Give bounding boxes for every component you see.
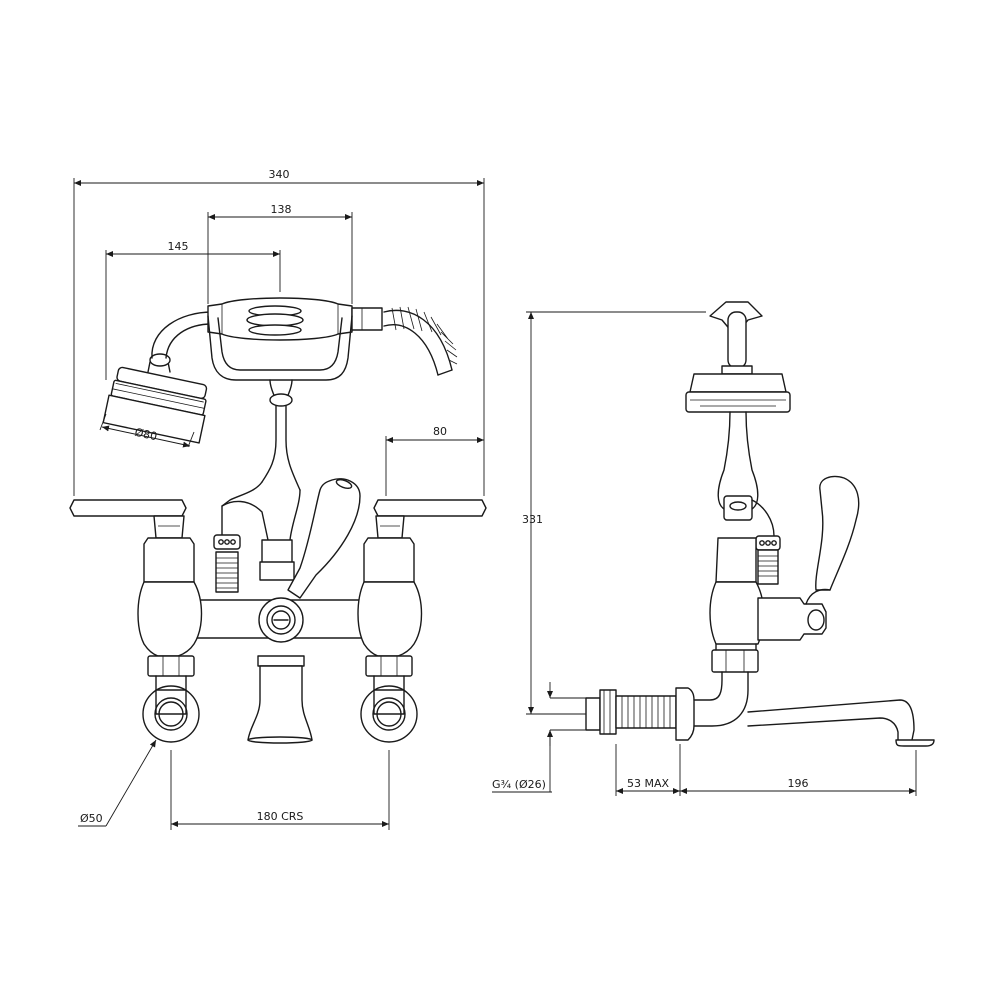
front-view bbox=[69, 297, 487, 744]
top-bracket bbox=[709, 301, 763, 375]
dim-centres: 180 CRS bbox=[257, 810, 304, 823]
dim-thread: G¾ (Ø26) bbox=[492, 778, 546, 791]
handset bbox=[207, 297, 383, 341]
lever-side bbox=[757, 475, 860, 641]
side-dimensions: 331 G¾ (Ø26) 53 MAX 196 bbox=[492, 311, 917, 796]
dim-outlet-diameter: Ø50 bbox=[80, 812, 103, 825]
dim-head-diameter: Ø80 bbox=[133, 426, 158, 443]
hose-union bbox=[213, 534, 241, 593]
diverter-knob bbox=[258, 597, 304, 643]
shower-head-side bbox=[685, 373, 791, 413]
wall-fittings bbox=[585, 687, 695, 741]
side-view bbox=[585, 301, 935, 747]
dim-spout-projection: 196 bbox=[788, 777, 809, 790]
valve-body-side bbox=[709, 537, 765, 673]
dim-height: 331 bbox=[522, 513, 543, 526]
dim-wall-depth: 53 MAX bbox=[627, 777, 670, 790]
dim-lever-offset: 80 bbox=[433, 425, 447, 438]
spout-front bbox=[247, 655, 313, 744]
hose-coil bbox=[383, 306, 458, 376]
dim-cradle-offset: 145 bbox=[168, 240, 189, 253]
spout-side bbox=[693, 671, 935, 747]
cradle bbox=[207, 315, 353, 491]
diverter-lever bbox=[287, 478, 361, 599]
front-dimensions: 340 138 145 Ø80 80 Ø50 180 CRS bbox=[73, 168, 485, 830]
left-valve bbox=[69, 499, 203, 691]
dim-handle-length: 138 bbox=[271, 203, 292, 216]
hose-union-side bbox=[751, 499, 781, 585]
right-valve bbox=[357, 499, 487, 691]
dim-overall-width: 340 bbox=[269, 168, 290, 181]
